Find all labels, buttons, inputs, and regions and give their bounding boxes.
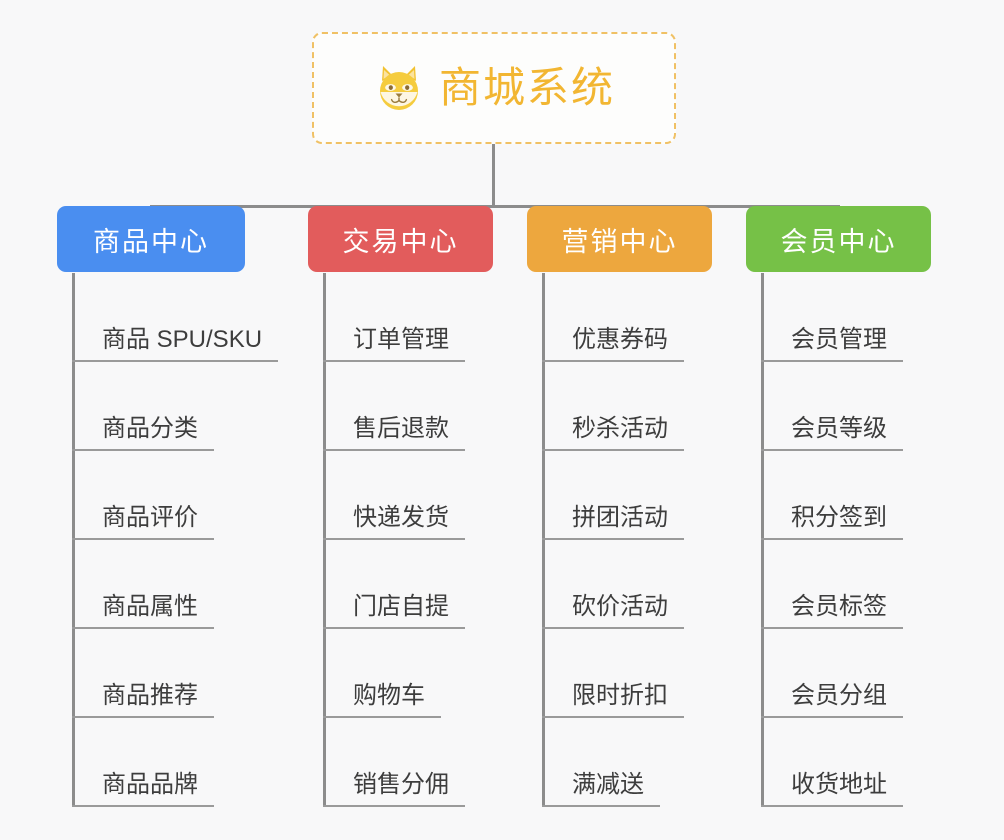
leaf-item-label: 商品分类 [102,415,198,443]
leaf-item-label: 商品推荐 [102,682,198,710]
leaf-item[interactable]: 限时折扣 [542,629,684,718]
category-header-label: 营销中心 [561,226,678,257]
leaf-item-underline: 商品 SPU/SKU [72,326,279,362]
leaf-item-underline: 积分签到 [761,504,903,540]
category-column-member-center: 会员中心会员管理会员等级积分签到会员标签会员分组收货地址 [746,206,931,807]
leaf-item-label: 售后退款 [353,415,449,443]
root-node-title: 商城系统 [438,64,615,111]
leaf-item-underline: 会员分组 [761,682,903,718]
leaf-item-label: 商品品牌 [102,771,198,799]
leaf-item-label: 会员等级 [791,415,887,443]
connector-horizontal-bus [150,205,838,208]
root-node-shop-system[interactable]: 商城系统 [312,32,676,144]
category-header-label: 商品中心 [93,226,209,257]
leaf-item[interactable]: 砍价活动 [542,540,684,629]
category-header-trade-center[interactable]: 交易中心 [308,206,493,272]
leaf-item-underline: 会员等级 [761,415,903,451]
leaf-item-underline: 订单管理 [323,326,465,362]
leaf-item-label: 会员管理 [791,326,887,354]
leaf-item-underline: 商品评价 [72,504,214,540]
leaf-item[interactable]: 商品属性 [72,540,278,629]
leaf-item-label: 收货地址 [791,771,887,799]
leaf-item[interactable]: 商品 SPU/SKU [72,273,279,362]
leaf-item[interactable]: 门店自提 [323,540,465,629]
leaf-item-label: 门店自提 [353,593,449,621]
leaf-item[interactable]: 满减送 [542,718,684,807]
leaf-item[interactable]: 订单管理 [323,273,465,362]
leaf-item[interactable]: 销售分佣 [323,718,465,807]
leaf-item[interactable]: 积分签到 [761,451,903,540]
leaf-item[interactable]: 商品推荐 [72,629,278,718]
leaf-item-underline: 商品品牌 [72,771,214,807]
leaf-item-underline: 拼团活动 [542,504,684,540]
leaf-item[interactable]: 会员分组 [761,629,903,718]
leaf-item-label: 拼团活动 [572,504,668,532]
leaf-item-label: 限时折扣 [572,682,668,710]
leaf-list-marketing-center: 优惠券码秒杀活动拼团活动砍价活动限时折扣满减送 [542,273,684,807]
connector-root-drop [492,144,495,208]
category-column-product-center: 商品中心商品 SPU/SKU 商品分类商品评价商品属性商品推荐商品品牌 [57,206,279,807]
category-header-member-center[interactable]: 会员中心 [746,206,931,272]
leaf-item-label: 商品属性 [102,593,198,621]
leaf-item-label: 订单管理 [353,326,449,354]
leaf-item-underline: 会员管理 [761,326,903,362]
leaf-item[interactable]: 商品品牌 [72,718,278,807]
leaf-item[interactable]: 会员管理 [761,273,903,362]
leaf-item-underline: 购物车 [323,682,441,718]
leaf-item-label: 秒杀活动 [572,415,668,443]
leaf-item[interactable]: 优惠券码 [542,273,684,362]
leaf-item-underline: 门店自提 [323,593,465,629]
leaf-item-underline: 限时折扣 [542,682,684,718]
column-spine-member-center [761,273,764,807]
leaf-item-label: 商品 SPU/SKU [102,326,263,354]
leaf-item-label: 满减送 [572,771,644,799]
leaf-item[interactable]: 快递发货 [323,451,465,540]
column-spine-marketing-center [542,273,545,807]
leaf-item-underline: 售后退款 [323,415,465,451]
leaf-item-underline: 砍价活动 [542,593,684,629]
leaf-item-label: 积分签到 [791,504,887,532]
leaf-item[interactable]: 拼团活动 [542,451,684,540]
leaf-item[interactable]: 会员标签 [761,540,903,629]
leaf-item[interactable]: 购物车 [323,629,465,718]
leaf-item-label: 商品评价 [102,504,198,532]
leaf-item[interactable]: 秒杀活动 [542,362,684,451]
shiba-dog-face-icon [373,62,425,114]
leaf-item-underline: 满减送 [542,771,660,807]
leaf-item[interactable]: 会员等级 [761,362,903,451]
leaf-item-underline: 商品分类 [72,415,214,451]
leaf-item-label: 购物车 [353,682,425,710]
leaf-item-underline: 秒杀活动 [542,415,684,451]
leaf-item-underline: 销售分佣 [323,771,465,807]
leaf-item-underline: 快递发货 [323,504,465,540]
leaf-item-underline: 商品属性 [72,593,214,629]
leaf-item-label: 会员分组 [791,682,887,710]
category-header-marketing-center[interactable]: 营销中心 [527,206,712,272]
leaf-item[interactable]: 收货地址 [761,718,903,807]
leaf-item-label: 快递发货 [353,504,449,532]
column-spine-trade-center [323,273,326,807]
leaf-list-product-center: 商品 SPU/SKU 商品分类商品评价商品属性商品推荐商品品牌 [72,273,279,807]
leaf-item-underline: 收货地址 [761,771,903,807]
leaf-list-member-center: 会员管理会员等级积分签到会员标签会员分组收货地址 [761,273,903,807]
category-column-marketing-center: 营销中心优惠券码秒杀活动拼团活动砍价活动限时折扣满减送 [527,206,712,807]
leaf-item[interactable]: 商品评价 [72,451,278,540]
leaf-list-trade-center: 订单管理售后退款快递发货门店自提购物车销售分佣 [323,273,465,807]
category-header-label: 交易中心 [342,226,459,257]
category-header-product-center[interactable]: 商品中心 [57,206,245,272]
category-column-trade-center: 交易中心订单管理售后退款快递发货门店自提购物车销售分佣 [308,206,493,807]
leaf-item-underline: 商品推荐 [72,682,214,718]
leaf-item-label: 销售分佣 [353,771,449,799]
leaf-item-underline: 会员标签 [761,593,903,629]
category-header-label: 会员中心 [780,226,897,257]
leaf-item-label: 砍价活动 [572,593,668,621]
leaf-item-underline: 优惠券码 [542,326,684,362]
leaf-item-label: 会员标签 [791,593,887,621]
leaf-item[interactable]: 售后退款 [323,362,465,451]
column-spine-product-center [72,273,75,807]
leaf-item-label: 优惠券码 [572,326,668,354]
leaf-item[interactable]: 商品分类 [72,362,278,451]
